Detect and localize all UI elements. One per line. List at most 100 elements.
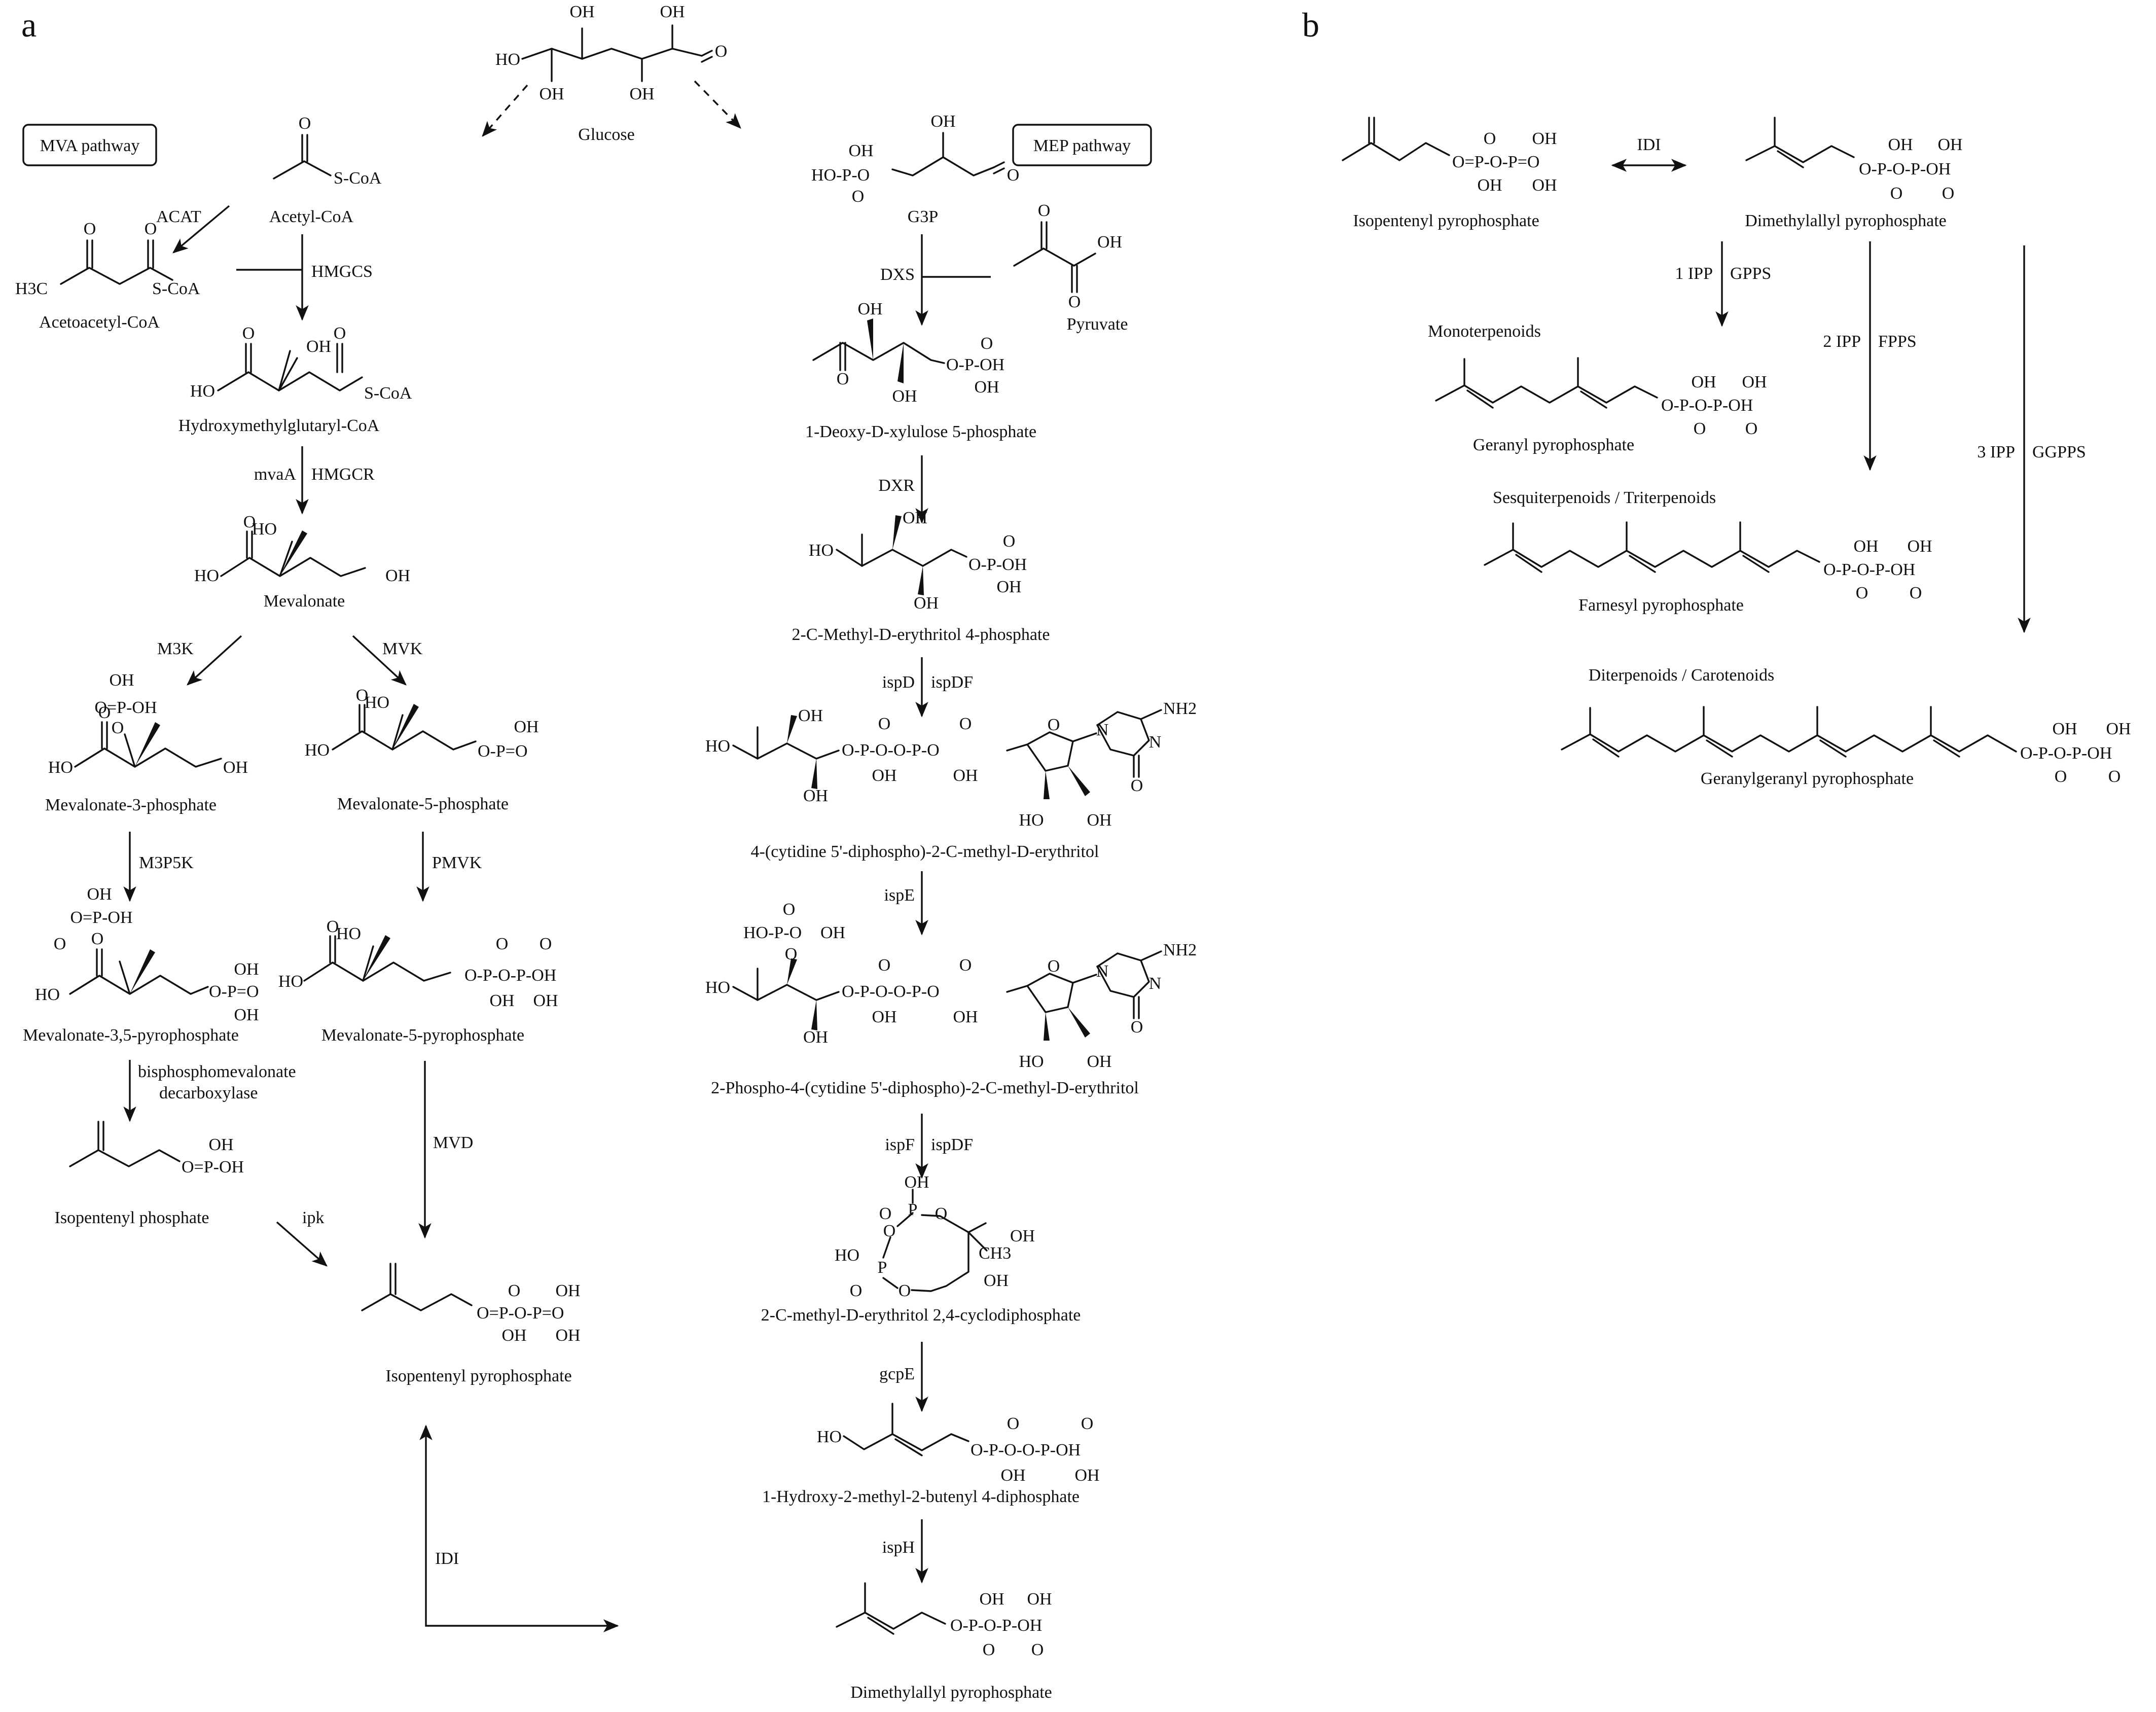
- b-class-mono: Monoterpenoids: [1428, 322, 1541, 341]
- b-dmapp-pyrophosphate: O-P-O-P-OH: [1859, 160, 1951, 179]
- b-ggpps-count: 3 IPP: [1977, 443, 2015, 461]
- pyruvate-oh: OH: [1097, 233, 1122, 252]
- g3p-aldehyde-o: O: [1007, 166, 1020, 185]
- cdp-me-ring-o: O: [1048, 716, 1060, 734]
- mep-label: 2-C-Methyl-D-erythritol 4-phosphate: [792, 625, 1050, 644]
- glucose-label: Glucose: [578, 125, 634, 144]
- b-ipp-structure: [1342, 117, 1450, 161]
- dmapp-mep-oh-top-1: OH: [979, 1590, 1004, 1609]
- mecpp-o-2: O: [883, 1222, 896, 1240]
- b-fpp-o-bot-2: O: [1910, 584, 1922, 602]
- ipp-mva-pyrophosphate: O=P-O-P=O: [477, 1304, 564, 1323]
- g3p-phosphate: HO-P-O: [811, 166, 870, 185]
- mevalonate-5pp-ho-3: HO: [336, 924, 361, 943]
- mevalonate-ho: HO: [194, 566, 219, 585]
- enzyme-ispdf-2: ispDF: [931, 1135, 973, 1154]
- cdp-mep-o-top-2: O: [959, 956, 972, 975]
- mecpp-o-1: O: [935, 1204, 948, 1223]
- cdp-me-label: 4-(cytidine 5'-diphospho)-2-C-methyl-D-e…: [751, 842, 1099, 861]
- dmapp-mep-oh-top-2: OH: [1027, 1590, 1052, 1609]
- hmg-coa-o-1: O: [242, 324, 255, 343]
- hmbpp-ho: HO: [817, 1428, 842, 1446]
- mevalonate-oh: OH: [385, 566, 410, 585]
- mep-oh-1: OH: [903, 509, 927, 527]
- arrow-mvk: [352, 635, 407, 686]
- acetyl-coa-scoa: S-CoA: [334, 169, 382, 188]
- ipp-mva-structure: [361, 1263, 473, 1311]
- cdp-me-o-top-2: O: [959, 715, 972, 733]
- panel-label-a: a: [21, 6, 37, 44]
- g3p-structure: [891, 132, 1005, 176]
- dxp-structure: [812, 342, 945, 371]
- mevalonate-3p-label: Mevalonate-3-phosphate: [45, 796, 217, 814]
- cdp-me-oh-1: OH: [798, 706, 823, 725]
- cdp-me-base-o: O: [1131, 776, 1143, 795]
- cdp-mep-top-oh: OH: [820, 923, 845, 942]
- b-ggpp-oh-top-2: OH: [2106, 720, 2131, 738]
- enzyme-gcpe: gcpE: [879, 1365, 915, 1383]
- pyruvate-o-2: O: [1068, 293, 1081, 311]
- isopentenyl-phosphate-p-oh: OH: [208, 1135, 233, 1154]
- arrow-ipk: [276, 1221, 328, 1267]
- mevalonate-35pp-p-oh-5: OH: [234, 960, 259, 979]
- b-dmapp-oh-top-2: OH: [1937, 135, 1962, 154]
- b-gpp-pyrophosphate: O-P-O-P-OH: [1661, 396, 1753, 415]
- b-fpp-oh-top-2: OH: [1907, 537, 1932, 556]
- mevalonate-3p-o: O: [112, 719, 124, 737]
- mep-pathway-label: MEP pathway: [1033, 136, 1131, 155]
- dxp-p-oh: OH: [974, 378, 999, 397]
- mevalonate-5pp-label: Mevalonate-5-pyrophosphate: [321, 1026, 524, 1045]
- mevalonate-5pp-structure: [303, 935, 451, 982]
- mevalonate-35pp-label: Mevalonate-3,5-pyrophosphate: [23, 1026, 239, 1045]
- b-dmapp-o-bot-2: O: [1942, 184, 1955, 203]
- mecpp-ch2-oh: OH: [1010, 1227, 1035, 1245]
- b-gpp-structure: [1435, 357, 1658, 409]
- mevalonate-5p-methyl-wedge: [392, 704, 419, 750]
- enzyme-hmgcs: HMGCS: [311, 262, 373, 281]
- cdp-me-wedge-3: [1044, 771, 1050, 799]
- arrow-acat: [172, 205, 230, 254]
- mevalonate-5p-label: Mevalonate-5-phosphate: [337, 795, 509, 813]
- enzyme-pmvk: PMVK: [432, 853, 482, 872]
- g3p-label: G3P: [908, 207, 938, 226]
- mevalonate-ho-3: HO: [252, 520, 277, 539]
- mevalonate-5p-ho: HO: [305, 741, 330, 760]
- mevalonate-5pp-methyl-wedge: [363, 935, 390, 981]
- enzyme-mvk: MVK: [382, 639, 423, 658]
- enzyme-dxs: DXS: [880, 265, 915, 284]
- cdp-me-wedge-4: [1068, 766, 1090, 796]
- mevalonate-35pp-p-oh-5b: OH: [234, 1006, 259, 1024]
- mecpp-ch3: CH3: [979, 1244, 1011, 1263]
- b-ipp-o-top: O: [1484, 129, 1496, 148]
- cdp-mep-nh2: NH2: [1163, 941, 1197, 959]
- mevalonate-5pp-o-top-2: O: [540, 935, 552, 953]
- b-fpps-count: 2 IPP: [1823, 332, 1861, 351]
- b-dmapp-label: Dimethylallyl pyrophosphate: [1745, 211, 1947, 230]
- acetyl-coa-o: O: [299, 114, 311, 133]
- mva-pathway-box: MVA pathway: [22, 124, 157, 166]
- cdp-mep-oh-2: OH: [803, 1028, 828, 1047]
- acetyl-coa-label: Acetyl-CoA: [269, 207, 354, 226]
- ipp-mva-label: Isopentenyl pyrophosphate: [385, 1367, 571, 1385]
- acetoacetyl-coa-o-2: O: [145, 220, 157, 238]
- dxp-phosphate: O-P-OH: [946, 355, 1004, 374]
- b-enzyme-idi: IDI: [1637, 135, 1661, 154]
- cdp-me-sugar-oh: OH: [1087, 811, 1111, 830]
- mevalonate-3p-acid-o: O: [98, 703, 111, 722]
- ipp-mva-o-top: O: [508, 1281, 521, 1300]
- g3p-p-o: O: [852, 187, 865, 206]
- dxp-oh-1: OH: [857, 300, 882, 318]
- mevalonate-o: O: [243, 513, 256, 531]
- isopentenyl-phosphate-phosphate: O=P-OH: [182, 1158, 244, 1176]
- dmapp-mep-label: Dimethylallyl pyrophosphate: [850, 1683, 1052, 1702]
- glucose-oh-1: OH: [569, 3, 594, 21]
- enzyme-mvaa: mvaA: [254, 465, 297, 484]
- cdp-me-wedge-1: [787, 715, 797, 743]
- enzyme-bpmd-2: decarboxylase: [159, 1084, 258, 1102]
- cdp-me-o-top-1: O: [878, 715, 891, 733]
- mevalonate-35pp-ho: HO: [35, 985, 60, 1004]
- cdp-me-diphosphate: O-P-O-O-P-O: [842, 741, 940, 760]
- cdp-me-oh-2: OH: [803, 787, 828, 805]
- dxp-oh-2: OH: [892, 387, 917, 406]
- hmg-coa-scoa: S-CoA: [364, 384, 412, 403]
